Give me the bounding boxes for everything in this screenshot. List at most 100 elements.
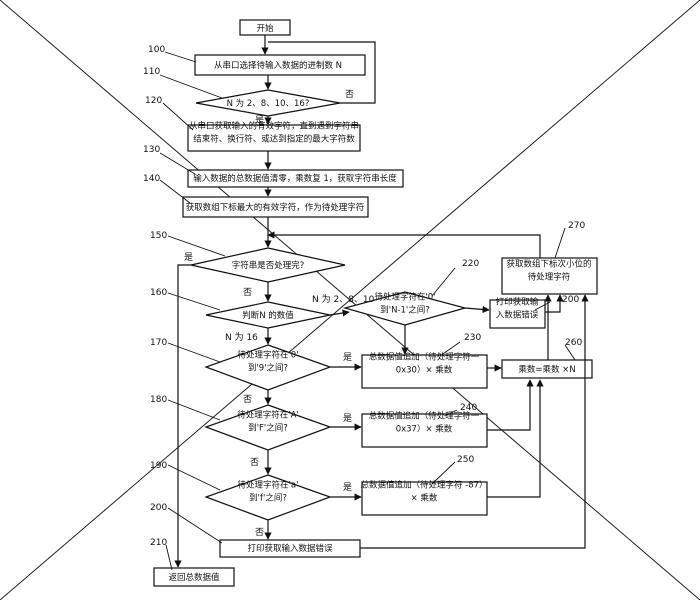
ref-number-n160: 160 (150, 288, 167, 298)
ref-number-n260: 260 (565, 338, 582, 348)
ref-number-n210: 210 (150, 538, 167, 548)
node-210 (153, 567, 235, 587)
edge-label-170-yes: 是 (343, 352, 352, 363)
edge-label-190-no: 否 (255, 527, 264, 538)
node-text-n210-line-0: 返回总数据值 (168, 572, 220, 583)
node-text-n110-line-0: N 为 2、8、10、16? (227, 98, 310, 109)
edge-220-200r (464, 305, 490, 314)
ref-number-n200b: 200 (150, 503, 167, 513)
ref-number-n250: 250 (457, 455, 474, 465)
node-270 (501, 257, 598, 295)
ref-number-n230: 230 (464, 333, 481, 343)
edge-label-150-no: 否 (243, 287, 252, 298)
leader-180 (167, 399, 221, 421)
edge-label-n-16: N 为 16 (225, 331, 258, 343)
edge-150-210 (174, 264, 191, 568)
node-text-n200r-line-0: 打印获取输 (496, 297, 539, 308)
ref-number-n110: 110 (143, 67, 160, 77)
node-text-n200b-line-0: 打印获取输入数据错误 (247, 543, 333, 554)
node-text-n170-line-0: 待处理字符在'0' (237, 350, 298, 361)
leader-160 (167, 292, 221, 311)
edge-label-180-no: 否 (250, 457, 259, 468)
edge-label-190-yes: 是 (343, 482, 352, 493)
node-text-n120-line-0: 从串口获取输入的有效字符，直到遇到字符串 (189, 121, 359, 132)
leader-210 (165, 544, 173, 571)
node-100 (194, 54, 366, 76)
edge-label-180-yes: 是 (343, 413, 352, 424)
node-text-n220-line-0: 待处理字符在'0' (374, 292, 435, 303)
node-text-n180-line-0: 待处理字符在'A' (237, 410, 299, 421)
leader-270 (554, 227, 566, 259)
node-text-n130-line-0: 输入数据的总数据值清零，乘数复 1，获取字符串长度 (193, 173, 397, 184)
node-240 (361, 413, 488, 448)
node-text-n220-line-1: 到'N-1'之间? (380, 305, 430, 316)
edge-200r-270 (545, 294, 564, 313)
ref-number-n120: 120 (145, 96, 162, 106)
node-text-n170-line-1: 到'9'之间? (248, 363, 288, 374)
leader-230 (439, 341, 461, 357)
leader-110 (159, 74, 223, 99)
edge-label-n-2-8-10: N 为 2、8、10 (312, 293, 375, 305)
node-text-n230-line-0: 总数据值追加（待处理字符一 (369, 352, 480, 363)
ref-number-n200r: 200 (562, 295, 579, 305)
edge-label-110-yes: 是 (255, 115, 264, 126)
node-text-n270-line-1: 待处理字符 (528, 272, 571, 283)
ref-number-n270: 270 (568, 221, 585, 231)
node-text-n250-line-0: 总数据值追加（待处理字符 -87） (360, 480, 487, 491)
ref-number-n100: 100 (148, 45, 165, 55)
ref-number-n170: 170 (150, 338, 167, 348)
leader-200r (534, 301, 551, 311)
node-text-n240-line-0: 总数据值追加（待处理字符一 (369, 411, 480, 422)
ref-number-n150: 150 (150, 231, 167, 241)
leader-190 (167, 464, 221, 491)
ref-number-n180: 180 (150, 395, 167, 405)
node-text-n150-line-0: 字符串是否处理完? (232, 260, 305, 271)
leader-260 (564, 344, 576, 361)
node-text-n200r-line-1: 入数据错误 (496, 310, 539, 321)
ref-number-n140: 140 (143, 174, 160, 184)
node-260 (501, 359, 593, 379)
leader-240 (444, 409, 458, 417)
edge-label-150-yes: 是 (184, 252, 193, 263)
node-text-n190-line-1: 到'f'之间? (249, 493, 287, 504)
ref-number-n220: 220 (462, 259, 479, 269)
node-130 (187, 169, 404, 188)
node-text-start-line-0: 开始 (256, 23, 274, 34)
leader-170 (167, 342, 221, 363)
node-140 (182, 196, 369, 218)
leader-220 (431, 267, 456, 297)
node-text-n140-line-0: 获取数组下标最大的有效字符，作为待处理字符 (186, 202, 365, 213)
leader-250 (431, 461, 456, 485)
node-text-n100-line-0: 从串口选择待输入数据的进制数 N (214, 60, 342, 71)
edge-240-260 (487, 379, 534, 431)
node-text-n250-line-1: × 乘数 (411, 493, 438, 504)
edge-160-220 (329, 309, 350, 317)
reference-number-layer: 100 110 120 130 140 150 160 170 180 190 200 210 220 2… (143, 45, 585, 548)
node-text-n260-line-0: 乘数=乘数 ×N (518, 364, 575, 375)
leader-120 (162, 102, 194, 131)
edge-200b-270 (360, 294, 589, 549)
leader-140 (159, 179, 191, 204)
node-text-n230-line-1: 0x30）× 乘数 (396, 365, 453, 376)
node-text-n190-line-0: 待处理字符在'a' (238, 480, 299, 491)
ref-number-n190: 190 (150, 461, 167, 471)
edge-270-150 (267, 231, 541, 258)
node-250 (361, 481, 488, 516)
leader-100 (164, 51, 197, 63)
node-text-n160-line-0: 判断N 的数值 (242, 310, 294, 321)
ref-number-n240: 240 (460, 403, 477, 413)
edge-110-no (268, 41, 376, 104)
ref-number-n130: 130 (143, 145, 160, 155)
edge-250-260 (487, 379, 544, 498)
node-text-n240-line-1: 0x37）× 乘数 (396, 424, 453, 435)
node-200-right (489, 299, 546, 329)
leader-200b (167, 507, 223, 544)
node-text-n120-line-1: 结束符、换行符、或达到指定的最大字符数 (193, 134, 355, 145)
leader-130 (159, 152, 196, 175)
node-text-n270-line-0: 获取数组下标次小位的 (506, 259, 591, 270)
edge-label-110-no: 否 (345, 89, 354, 100)
edge-label-170-no: 否 (243, 394, 252, 405)
